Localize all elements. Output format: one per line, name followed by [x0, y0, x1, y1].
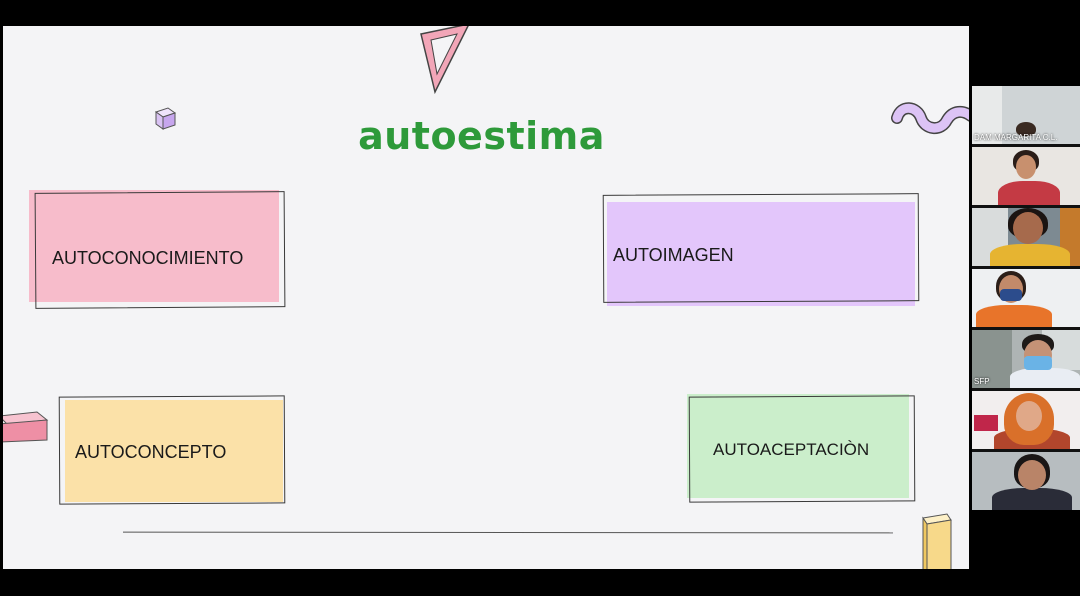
- slide-title: autoestima: [358, 114, 605, 158]
- autoconocimiento-label: AUTOCONOCIMIENTO: [52, 248, 244, 268]
- autoimagen-box: AUTOIMAGEN: [601, 192, 925, 310]
- participant-tile[interactable]: [972, 208, 1080, 266]
- avatar: [1013, 212, 1043, 244]
- triangle-decoration: [420, 26, 469, 95]
- squiggle-decoration: [891, 102, 969, 134]
- participant-tile[interactable]: DAM MARGARITA C.L.: [972, 86, 1080, 144]
- autoconocimiento-box: AUTOCONOCIMIENTO: [29, 188, 289, 312]
- participant-tile[interactable]: [972, 269, 1080, 327]
- avatar: [1016, 122, 1036, 136]
- avatar: [1018, 460, 1046, 490]
- autoconcepto-label: AUTOCONCEPTO: [75, 442, 227, 462]
- block-decoration: [3, 411, 49, 443]
- autoconcepto-box: AUTOCONCEPTO: [55, 394, 291, 506]
- autoimagen-label: AUTOIMAGEN: [613, 245, 734, 265]
- participant-tile[interactable]: [972, 452, 1080, 510]
- autoaceptacion-box: AUTOACEPTACIÒN: [685, 392, 921, 506]
- participant-name: DAM MARGARITA C.L.: [974, 133, 1058, 142]
- pillar-decoration: [922, 513, 952, 569]
- participant-tile[interactable]: [972, 147, 1080, 205]
- participant-tile[interactable]: SFP: [972, 330, 1080, 388]
- autoaceptacion-label: AUTOACEPTACIÒN: [713, 440, 870, 459]
- slide-baseline: [122, 531, 894, 534]
- participant-strip[interactable]: DAM MARGARITA C.L.: [972, 86, 1080, 510]
- participant-tile[interactable]: [972, 391, 1080, 449]
- cube-decoration: [154, 107, 177, 130]
- avatar: [1016, 155, 1036, 179]
- participant-name: SFP: [974, 377, 990, 386]
- avatar: [1016, 401, 1042, 431]
- shared-slide: autoestima AUTOCONOCIMIENTO AUTOIMAGEN A…: [3, 26, 969, 569]
